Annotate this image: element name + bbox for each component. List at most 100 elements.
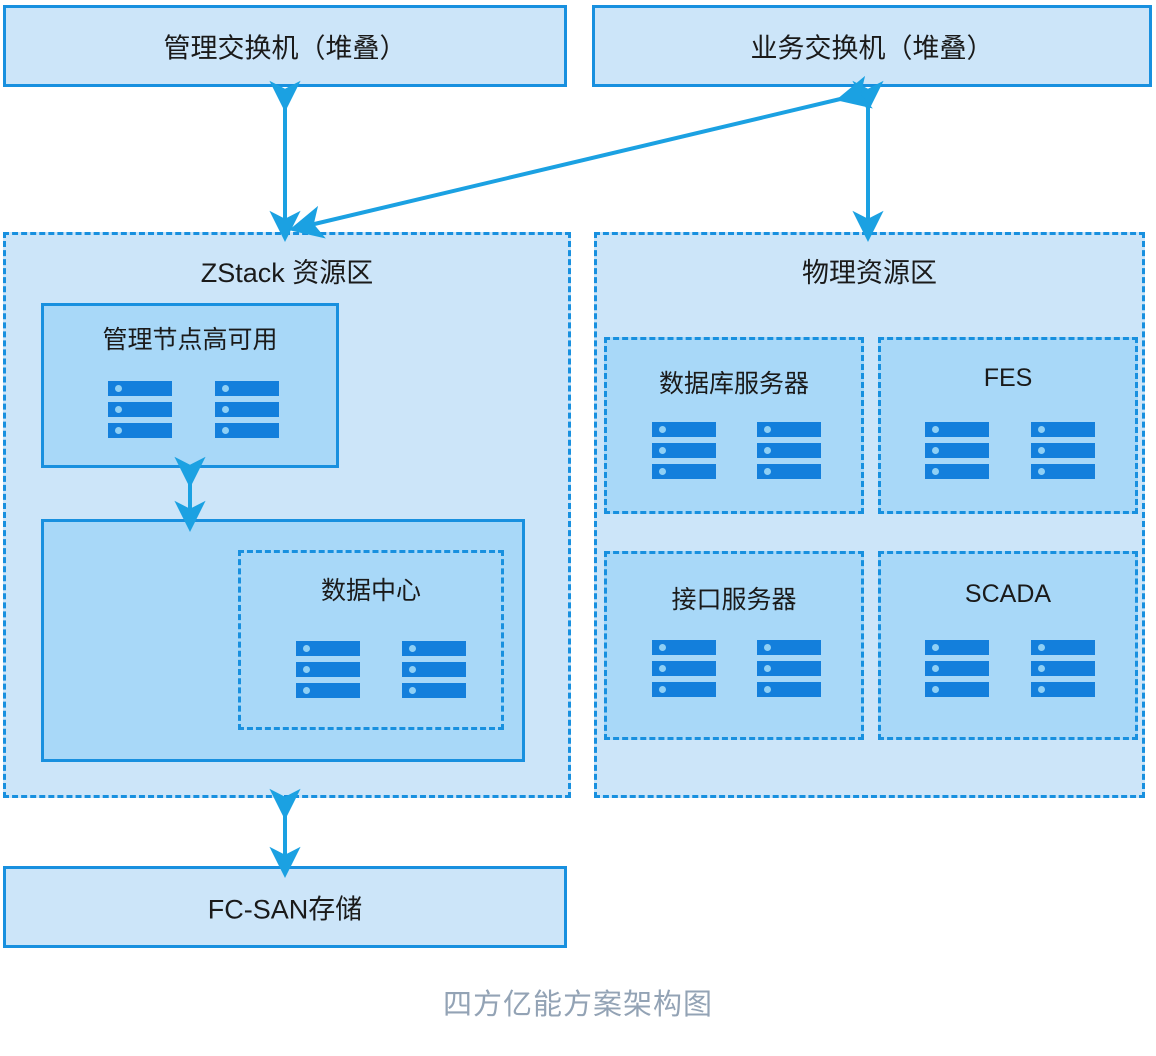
server-bar [402,683,466,698]
server-led-dot [659,686,666,693]
server-led-dot [222,427,229,434]
server-icon [652,640,716,697]
server-bar [215,381,279,396]
server-led-dot [764,468,771,475]
server-bar [215,402,279,417]
server-bar [757,640,821,655]
zstack-zone-title: ZStack 资源区 [200,258,374,288]
server-bar [757,682,821,697]
server-bar [1031,682,1095,697]
server-led-dot [1038,665,1045,672]
server-icon [652,422,716,479]
server-bar [1031,661,1095,676]
server-icon [215,381,279,438]
server-bar [296,683,360,698]
server-led-dot [409,645,416,652]
server-bar [757,422,821,437]
server-led-dot [222,385,229,392]
server-bar [757,464,821,479]
fes-group-title: FES [983,364,1033,392]
server-bar [757,661,821,676]
server-bar [296,662,360,677]
server-led-dot [932,426,939,433]
arrow-biz-switch-to-zstack [288,75,873,239]
server-led-dot [932,644,939,651]
server-led-dot [409,666,416,673]
iface-server-group[interactable]: 接口服务器 [604,551,864,740]
server-bar [757,443,821,458]
server-icon [108,381,172,438]
server-bar [108,381,172,396]
server-bar [1031,443,1095,458]
scada-group[interactable]: SCADA [878,551,1138,740]
server-led-dot [932,447,939,454]
iface-server-group-title: 接口服务器 [671,586,797,614]
server-led-dot [764,447,771,454]
server-led-dot [659,665,666,672]
scada-group-title: SCADA [964,580,1052,608]
fes-group[interactable]: FES [878,337,1138,514]
mgmt-node-title: 管理节点高可用 [102,326,278,354]
server-icon [1031,422,1095,479]
server-icon [757,422,821,479]
server-bar [925,464,989,479]
server-bar [652,682,716,697]
server-led-dot [659,644,666,651]
server-bar [925,640,989,655]
server-bar [402,662,466,677]
server-icon [1031,640,1095,697]
biz-switch-label: 业务交换机（堆叠） [750,33,994,64]
server-bar [1031,640,1095,655]
server-led-dot [1038,447,1045,454]
server-bar [925,661,989,676]
server-bar [108,402,172,417]
server-icon [925,640,989,697]
server-led-dot [659,468,666,475]
server-bar [1031,464,1095,479]
server-icon [402,641,466,698]
server-bar [925,422,989,437]
server-led-dot [303,687,310,694]
server-bar [1031,422,1095,437]
server-led-dot [659,426,666,433]
server-bar [108,423,172,438]
server-led-dot [303,645,310,652]
db-server-group-title: 数据库服务器 [658,370,809,398]
server-led-dot [764,686,771,693]
server-icon [296,641,360,698]
server-led-dot [115,385,122,392]
server-bar [652,464,716,479]
server-led-dot [659,447,666,454]
server-led-dot [932,665,939,672]
server-bar [925,443,989,458]
data-center-box[interactable]: 数据中心 [238,550,504,730]
server-icon [757,640,821,697]
server-bar [296,641,360,656]
fc-san-storage-box[interactable]: FC-SAN存储 [3,866,567,948]
server-led-dot [764,665,771,672]
server-bar [925,682,989,697]
db-server-group[interactable]: 数据库服务器 [604,337,864,514]
server-led-dot [932,686,939,693]
data-center-title: 数据中心 [320,577,421,605]
server-led-dot [1038,644,1045,651]
server-led-dot [764,644,771,651]
fc-san-storage-label: FC-SAN存储 [207,894,363,925]
server-led-dot [932,468,939,475]
server-led-dot [303,666,310,673]
server-bar [652,422,716,437]
server-led-dot [1038,686,1045,693]
server-bar [652,661,716,676]
server-led-dot [764,426,771,433]
mgmt-switch-box[interactable]: 管理交换机（堆叠） [3,5,567,87]
mgmt-node-box[interactable]: 管理节点高可用 [41,303,339,468]
server-led-dot [115,406,122,413]
server-led-dot [115,427,122,434]
server-bar [215,423,279,438]
biz-switch-box[interactable]: 业务交换机（堆叠） [592,5,1152,87]
server-bar [652,640,716,655]
server-bar [402,641,466,656]
mgmt-switch-label: 管理交换机（堆叠） [163,33,407,64]
physical-zone-title: 物理资源区 [802,258,937,288]
